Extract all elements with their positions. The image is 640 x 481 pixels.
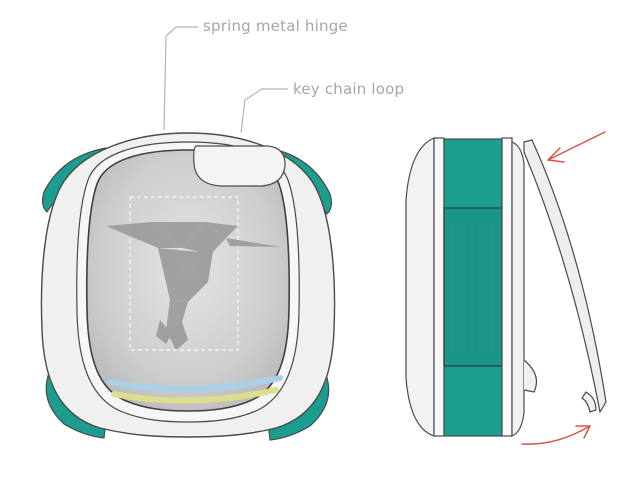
key-chain-loop [193,145,286,187]
spring-hinge-plate [523,139,607,414]
device-front-view [40,132,336,441]
leader-lines [163,26,288,134]
side-back-rim [501,137,513,437]
side-front-rim [433,137,445,437]
hinge-clip [581,391,597,413]
key-chain-loop-label: key chain loop [293,80,405,98]
loop-leader-line [240,88,288,134]
side-panel-ribs [451,222,493,352]
hinge-leader-line [163,26,198,131]
side-back-cover [511,141,525,437]
side-front-cover [405,137,435,437]
motion-arrows [521,131,606,445]
yellow-indicator-band [111,387,279,404]
hinge-label: spring metal hinge [203,17,348,35]
device-side-view [405,137,607,437]
display-area-outline [129,196,239,351]
blue-indicator-band [107,375,283,393]
press-arrow-top [547,131,606,163]
press-arrow-bottom [521,425,591,445]
hummingbird-origami-icon [106,222,281,350]
hinge-arm [523,359,537,393]
side-inner-panel [443,207,503,367]
